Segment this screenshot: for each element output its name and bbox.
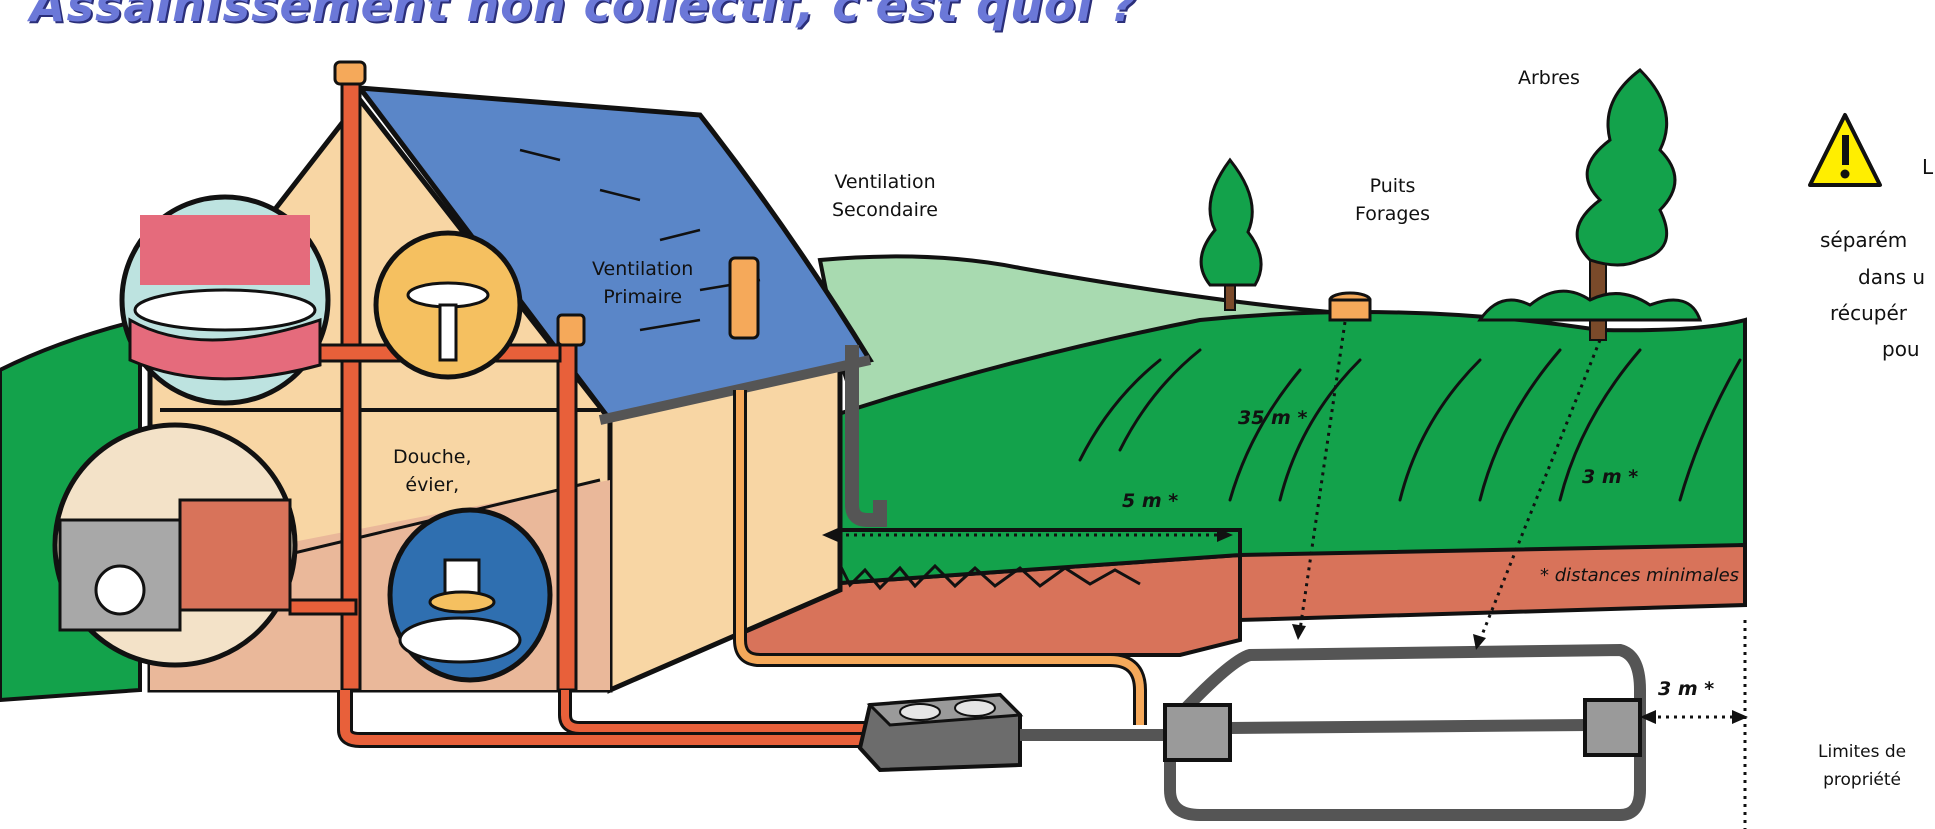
vent-primary-line2: Primaire — [603, 286, 683, 308]
bushes — [1477, 289, 1703, 322]
trees-label-text: Arbres — [1518, 67, 1580, 89]
vent-secondary-label: Ventilation Secondaire — [832, 168, 938, 224]
roof-vent-large — [728, 256, 760, 340]
drainage-loop — [1164, 643, 1646, 821]
front-grass-tufts — [828, 561, 1141, 591]
wells-label: Puits Forages — [1355, 172, 1430, 228]
vent-secondary-line2: Secondaire — [832, 199, 938, 221]
wells-label-line1: Puits — [1369, 175, 1416, 197]
bathtub-circle — [119, 194, 331, 406]
trees-label: Arbres — [1518, 64, 1580, 92]
septic-tank — [857, 692, 1024, 773]
kitchen-circle — [52, 422, 298, 668]
sink-circle — [373, 230, 523, 380]
end-box — [1583, 698, 1642, 757]
small-tree — [1199, 157, 1263, 311]
side-note-line1: L — [1922, 155, 1934, 179]
property-label-line1: Limites de — [1818, 742, 1907, 762]
field — [736, 310, 1747, 593]
shower-label-line1: Douche, — [393, 446, 472, 468]
grass-strokes — [1078, 348, 1742, 502]
distance-note: * distances minimales — [1540, 565, 1740, 586]
shower-label-line2: évier, — [405, 474, 460, 496]
vent-primary-label: Ventilation Primaire — [592, 255, 693, 311]
distance-wells: 35 m * — [1238, 407, 1308, 429]
gutter-downpipe — [845, 345, 887, 527]
wells-label-line2: Forages — [1355, 203, 1430, 225]
shower-label: Douche, évier, — [393, 443, 472, 499]
distance-property: 3 m * — [1658, 678, 1715, 700]
distance-markers — [830, 321, 1747, 829]
soil-section-right — [1238, 542, 1747, 623]
well — [1328, 291, 1372, 322]
soil-section — [738, 552, 1242, 657]
property-label-line2: propriété — [1823, 770, 1902, 790]
side-note-line5: pou — [1882, 337, 1920, 361]
vent-secondary-line1: Ventilation — [834, 171, 936, 193]
drainage-middle — [1229, 719, 1591, 734]
side-note-line2: séparém — [1820, 228, 1908, 252]
property-label: Limites de propriété — [1818, 738, 1906, 794]
toilet-circle — [387, 507, 553, 683]
side-note-line4: récupér — [1830, 301, 1907, 325]
arrow-heads — [822, 528, 1748, 724]
side-note-line3: dans u — [1858, 265, 1926, 289]
primary-vent-cap — [333, 60, 367, 86]
distribution-box — [1163, 703, 1232, 762]
roof-vent-small — [556, 313, 586, 347]
warning-icon — [1808, 113, 1882, 187]
red-drain-pipe-2 — [558, 690, 870, 735]
distance-trees: 3 m * — [1582, 466, 1639, 488]
page-title: Assainissement non collectif, c'est quoi… — [30, 0, 1138, 32]
distance-house: 5 m * — [1122, 490, 1179, 512]
vent-primary-line1: Ventilation — [592, 258, 694, 280]
